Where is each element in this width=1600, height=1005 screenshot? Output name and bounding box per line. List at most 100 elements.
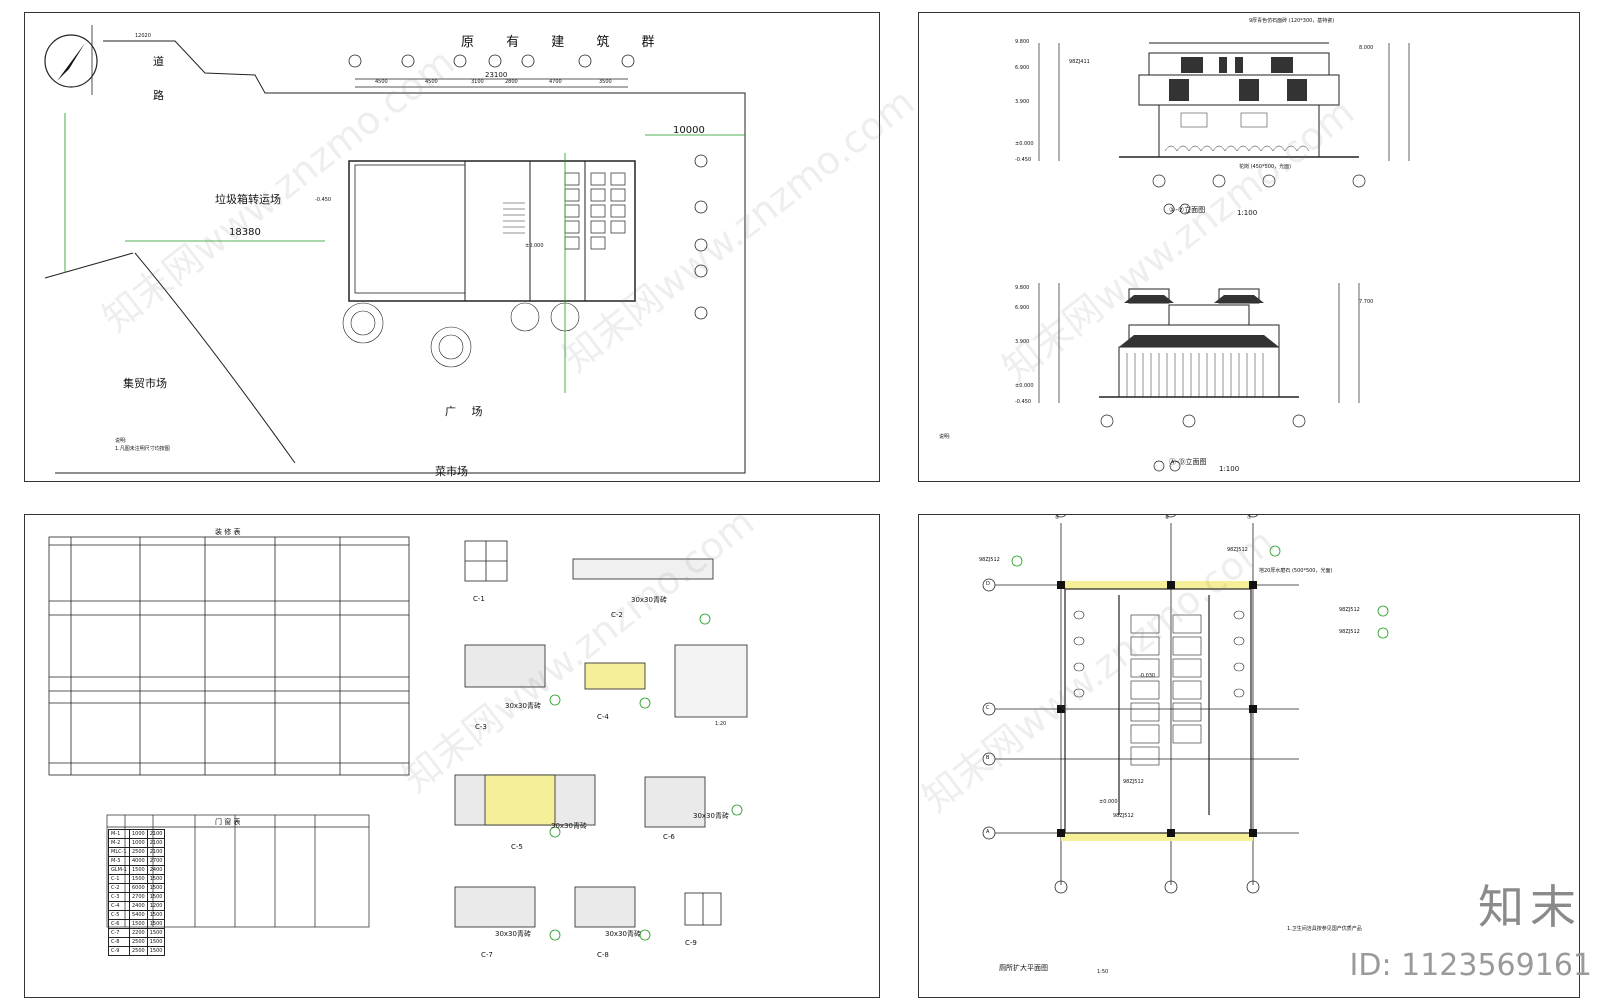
door-table-cell: 2400 (128, 901, 148, 911)
door-table-cell: 1500 (128, 874, 148, 884)
tile-note-2: 30x30青砖 (505, 702, 541, 710)
level-5: ±0.000 (1015, 141, 1034, 147)
level-6: -0.450 (1015, 157, 1032, 163)
road-label: 道 (153, 55, 164, 68)
door-table-cell: 2100 (146, 847, 166, 857)
door-table-cell: MLC-1 (108, 847, 130, 857)
lower-level-4: 3.900 (1015, 339, 1030, 345)
dim-top-2: 3100 (471, 79, 484, 85)
door-table-cell: M-2 (108, 838, 130, 848)
door-table-cell: C-4 (108, 901, 130, 911)
door-table-cell: 2200 (128, 928, 148, 938)
door-table-cell: C-8 (108, 937, 130, 947)
dim-12020: 12020 (135, 33, 151, 39)
door-table-cell: 1500 (146, 874, 166, 884)
door-table-cell: M-3 (108, 856, 130, 866)
level-4: 3.900 (1015, 99, 1030, 105)
tile-note-6: 30x30青砖 (605, 930, 641, 938)
door-table-cell: C-6 (108, 919, 130, 929)
door-table-cell: C-7 (108, 928, 130, 938)
lower-elev-caption: Ⓐ-Ⓓ立面图 (1169, 458, 1207, 466)
door-table-cell: 1500 (146, 937, 166, 947)
finish-drawing (48, 536, 748, 941)
dim-top-1: 4500 (425, 79, 438, 85)
door-table-cell: 2400 (146, 865, 166, 875)
market-label: 集贸市场 (123, 377, 167, 390)
elev-ref-1: 98ZJ411 (1069, 59, 1090, 65)
lower-elev-scale: 1:100 (1219, 465, 1240, 473)
door-table-cell: 1500 (146, 928, 166, 938)
site-plan-drawing (44, 25, 746, 474)
plan-scale: 1:50 (1097, 969, 1109, 975)
door-table-cell: 1000 (128, 829, 148, 839)
dim-18380: 18380 (229, 227, 261, 238)
door-table-cell: 2500 (128, 937, 148, 947)
door-table-cell: 1500 (146, 910, 166, 920)
door-table-cell: C-2 (108, 883, 130, 893)
site-plan-sheet: 原 有 建 筑 群 道 路 垃圾箱转运场 集贸市场 广 场 菜市场 23100 … (24, 12, 880, 482)
plan-caption: 厕所扩大平面图 (999, 964, 1048, 972)
level-3: 6.900 (1015, 65, 1030, 71)
plan-level: ±0.000 (1099, 799, 1118, 805)
detail-c3: C-3 (475, 723, 487, 731)
door-table-cell: GLM-1 (108, 865, 130, 875)
lower-level-6: -0.450 (1015, 399, 1032, 405)
dim-10000: 10000 (673, 125, 705, 136)
plan-ref-5: 98ZJ512 (1123, 779, 1144, 785)
door-table-cell: 1000 (128, 838, 148, 848)
door-table-cell: 1500 (146, 946, 166, 956)
elevation-sheet: 98ZJ411 9厚青色仿石面砖 (120*300，基特瓷) 花岗 (450*5… (918, 12, 1580, 482)
detail-c1: C-1 (473, 595, 485, 603)
plan-ref-3: 98ZJ512 (1339, 607, 1360, 613)
upper-elev-scale: 1:100 (1237, 209, 1258, 217)
door-table-cell: 2100 (146, 829, 166, 839)
site-title: 原 有 建 筑 群 (461, 35, 669, 50)
brand-id: ID: 1123569161 (1349, 948, 1592, 983)
square-label: 广 场 (445, 405, 489, 418)
elev-zero: ±0.000 (525, 243, 544, 249)
door-table-cell: C-1 (108, 874, 130, 884)
note-1: 1.凡图未注明尺寸均按图 (115, 446, 170, 452)
door-table-cell: M-1 (108, 829, 130, 839)
detail-c8: C-8 (597, 951, 609, 959)
door-table-cell: C-5 (108, 910, 130, 920)
plan-ref-2: 98ZJ512 (1227, 547, 1248, 553)
lower-level-5: ±0.000 (1015, 383, 1034, 389)
plan-tile: 地20厚水磨石 (500*500，光面) (1259, 568, 1333, 574)
axis-left-b: B (986, 755, 990, 761)
road-label-2: 路 (153, 89, 164, 102)
toilet-plan-drawing (982, 515, 1389, 894)
detail-c2: C-2 (611, 611, 623, 619)
tile-note-1: 30x30青砖 (631, 596, 667, 604)
dim-top-5: 3500 (599, 79, 612, 85)
detail-c5: C-5 (511, 843, 523, 851)
axis-left-a: A (986, 829, 990, 835)
level-2: 8.000 (1359, 45, 1374, 51)
dim-top-4: 4700 (549, 79, 562, 85)
door-table-cell: 1500 (146, 892, 166, 902)
detail-c6: C-6 (663, 833, 675, 841)
tile-note-5: 30x30青砖 (495, 930, 531, 938)
elevation-drawing (1038, 42, 1410, 472)
elev-ref-3: 花岗 (450*500，光面) (1239, 164, 1292, 170)
door-table-cell: 1500 (128, 919, 148, 929)
door-table-cell: 2500 (128, 847, 148, 857)
finish-table-title: 装 修 表 (215, 528, 241, 536)
axis-top-6: ⑥ (1165, 515, 1170, 521)
door-table-cell: 2500 (128, 946, 148, 956)
door-table-cell: 5400 (128, 910, 148, 920)
toilet-plan-sheet: 98ZJ512 98ZJ512 98ZJ512 98ZJ512 98ZJ512 … (918, 514, 1580, 998)
axis-left-c: C (986, 705, 990, 711)
plan-ref-6: 98ZJ512 (1113, 813, 1134, 819)
